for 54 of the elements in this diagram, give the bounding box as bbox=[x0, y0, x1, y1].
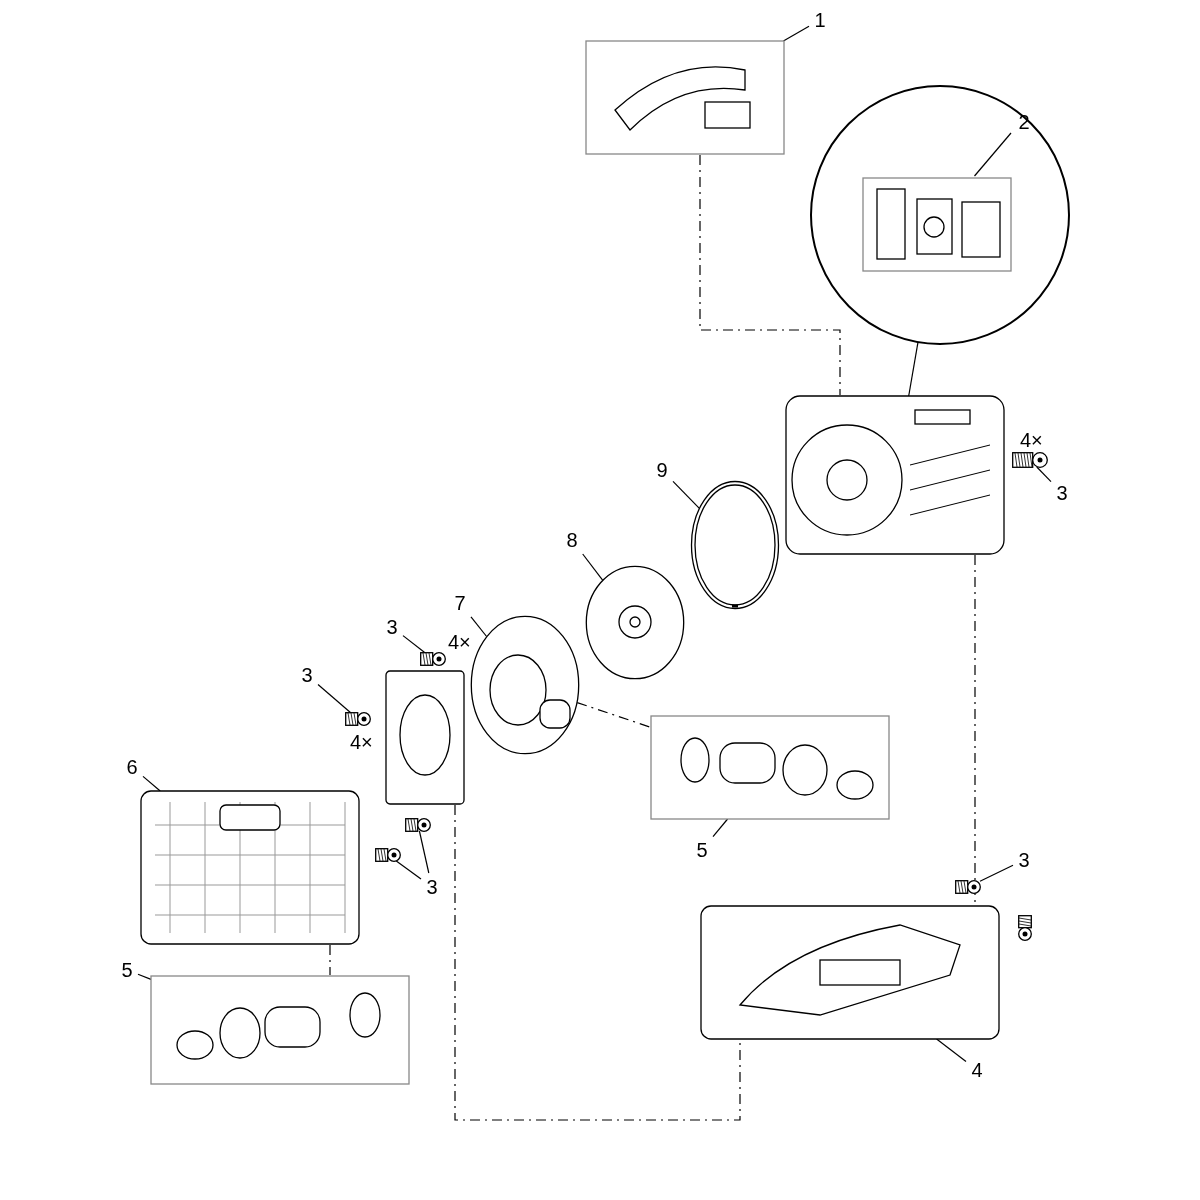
screw-drawing bbox=[405, 818, 431, 832]
callout-number: 5 bbox=[690, 835, 714, 865]
screw-drawing bbox=[955, 880, 981, 894]
callout-number: 9 bbox=[650, 455, 674, 485]
callout-number: 5 bbox=[115, 955, 139, 985]
leader-line bbox=[973, 132, 1012, 177]
leader-line bbox=[418, 830, 430, 874]
leader-line bbox=[936, 1038, 967, 1063]
leader-line bbox=[402, 635, 426, 654]
leader-line bbox=[1036, 466, 1052, 483]
assembly-line bbox=[454, 804, 741, 1121]
leader-line bbox=[470, 616, 488, 638]
filter-basket-drawing bbox=[140, 790, 360, 945]
callout-number: 3 bbox=[380, 612, 404, 642]
leader-line bbox=[908, 341, 919, 397]
callout-number: 1 bbox=[808, 5, 832, 35]
leader-line bbox=[672, 480, 700, 509]
impeller-drawing bbox=[585, 565, 685, 680]
cover-plate-drawing bbox=[385, 670, 465, 805]
quantity-label: 4× bbox=[448, 630, 471, 654]
callout-number: 4 bbox=[965, 1055, 989, 1085]
callout-number: 6 bbox=[120, 752, 144, 782]
screw-drawing bbox=[1012, 452, 1048, 468]
leader-line bbox=[142, 775, 161, 792]
leader-line bbox=[979, 864, 1014, 882]
hose-connector-set-drawing bbox=[650, 715, 890, 820]
callout-number: 3 bbox=[1050, 478, 1074, 508]
handle-drawing bbox=[585, 40, 785, 155]
screw-drawing bbox=[1018, 915, 1032, 941]
callout-number: 3 bbox=[295, 660, 319, 690]
leader-line bbox=[395, 860, 422, 880]
leader-line bbox=[317, 683, 352, 714]
callout-number: 8 bbox=[560, 525, 584, 555]
callout-number: 3 bbox=[420, 872, 444, 902]
callout-number: 7 bbox=[448, 588, 472, 618]
leader-line bbox=[712, 818, 729, 838]
quantity-label: 4× bbox=[350, 730, 373, 754]
assembly-line bbox=[699, 154, 841, 396]
leader-line bbox=[582, 553, 604, 581]
motor-drawing bbox=[785, 395, 1005, 555]
cable-gland-drawing bbox=[862, 177, 1012, 272]
hose-connector-set-drawing bbox=[150, 975, 410, 1085]
leader-line bbox=[782, 25, 810, 42]
screw-drawing bbox=[420, 652, 446, 666]
assembly-line bbox=[329, 944, 331, 976]
callout-number: 3 bbox=[1012, 845, 1036, 875]
quantity-label: 4× bbox=[1020, 428, 1043, 452]
assembly-line bbox=[576, 702, 652, 728]
pump-housing-drawing bbox=[470, 615, 580, 755]
leader-line bbox=[137, 973, 152, 980]
o-ring-drawing bbox=[690, 480, 780, 610]
base-drawing bbox=[700, 905, 1000, 1040]
screw-drawing bbox=[345, 712, 371, 726]
screw-drawing bbox=[375, 848, 401, 862]
